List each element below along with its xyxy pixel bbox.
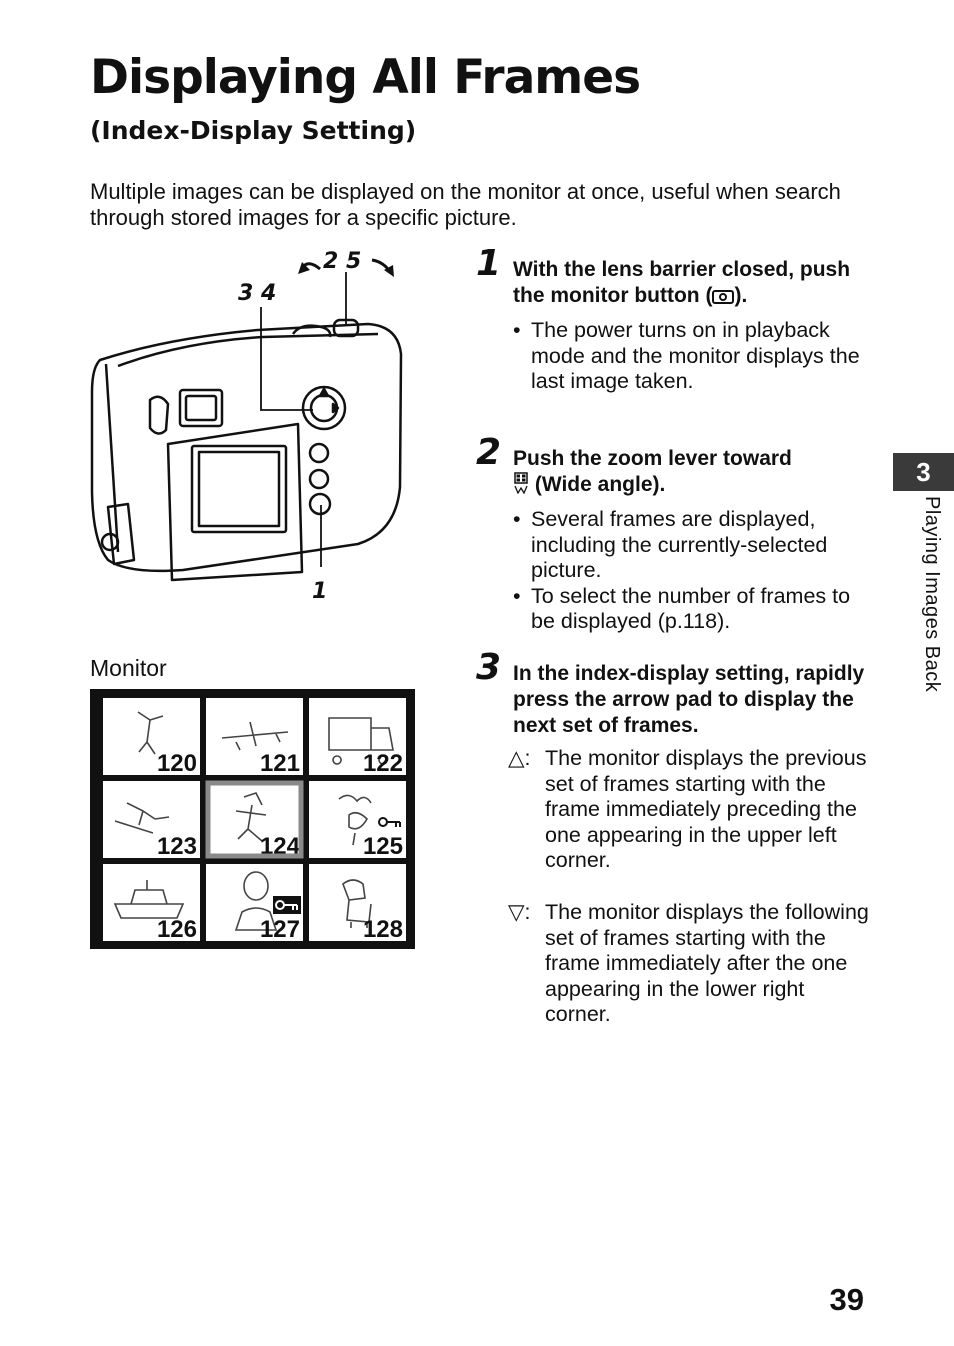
step-2-number: 2 xyxy=(476,432,502,473)
step-2-bullet-2: To select the number of frames to be dis… xyxy=(513,584,873,635)
frame-thumbnail: 121 xyxy=(206,698,303,777)
thumbnail-image xyxy=(113,880,185,919)
step-1-bullets: The power turns on in playback mode and … xyxy=(513,318,873,395)
thumbnail-image xyxy=(234,871,278,931)
step-2-heading-line2: (Wide angle). xyxy=(534,473,666,496)
frame-thumbnail: 120 xyxy=(103,698,200,777)
chapter-label: Playing Images Back xyxy=(921,496,943,693)
step-1-number: 1 xyxy=(476,243,502,284)
step-1-heading-text: With the lens barrier closed, push the m… xyxy=(513,258,851,307)
chapter-tab: 3 xyxy=(893,453,954,491)
thumbnail-image xyxy=(328,717,394,765)
thumbnail-image xyxy=(221,721,289,751)
step-2-bullet-1: Several frames are displayed, including … xyxy=(513,507,873,584)
arrow-up-item: △: The monitor displays the previous set… xyxy=(508,746,873,874)
frame-thumbnail: 124 xyxy=(205,780,304,860)
step-3-number: 3 xyxy=(476,647,502,688)
callout-arrow-pad: 3 4 xyxy=(238,281,276,306)
thumbnail-image xyxy=(114,802,170,834)
selection-frame xyxy=(205,780,304,859)
frame-thumbnail: 127 xyxy=(206,864,303,943)
arrow-down-item: ▽: The monitor displays the following se… xyxy=(508,900,873,1028)
protect-key-icon xyxy=(378,817,401,827)
page-subtitle: (Index-Display Setting) xyxy=(90,116,417,145)
step-2-bullets: Several frames are displayed, including … xyxy=(513,507,873,635)
step-1-bullet-1: The power turns on in playback mode and … xyxy=(513,318,873,395)
frame-thumbnail: 123 xyxy=(103,781,200,860)
frame-number: 122 xyxy=(363,750,403,777)
intro-paragraph: Multiple images can be displayed on the … xyxy=(90,179,841,230)
arrow-down-icon: ▽: xyxy=(508,900,531,924)
frame-number: 128 xyxy=(363,916,403,943)
step-1-heading-end: ). xyxy=(734,284,748,307)
monitor-button-icon xyxy=(712,290,735,304)
frame-number: 126 xyxy=(157,916,197,943)
arrow-down-text: The monitor displays the following set o… xyxy=(545,900,869,1026)
callout-zoom-lever: 2 5 xyxy=(323,249,361,274)
page-title: Displaying All Frames xyxy=(90,50,641,105)
page-number: 39 xyxy=(829,1282,864,1317)
frame-number: 120 xyxy=(157,750,197,777)
arrow-up-text: The monitor displays the previous set of… xyxy=(545,746,867,872)
step-2-heading: Push the zoom lever toward (Wide angle). xyxy=(513,446,873,498)
protect-key-icon xyxy=(273,896,301,914)
frame-thumbnail: 128 xyxy=(309,864,406,943)
frame-number: 127 xyxy=(260,916,300,943)
frame-thumbnail: 125 xyxy=(309,781,406,860)
thumbnail-image xyxy=(235,792,267,842)
arrow-up-icon: △: xyxy=(508,746,531,770)
monitor-index-display: 120 121 122 123 124 125 126 127 128 xyxy=(90,689,415,949)
frame-number: 123 xyxy=(157,833,197,860)
frame-number: 121 xyxy=(260,750,300,777)
thumbnail-image xyxy=(338,794,372,846)
thumbnail-image xyxy=(342,879,372,928)
frame-thumbnail: 126 xyxy=(103,864,200,943)
step-3-heading: In the index-display setting, rapidly pr… xyxy=(513,662,865,737)
monitor-label: Monitor xyxy=(90,655,167,681)
thumbnail-image xyxy=(137,711,164,755)
step-2-heading-line1: Push the zoom lever toward xyxy=(513,447,792,470)
callout-monitor-button: 1 xyxy=(312,579,327,604)
frame-thumbnail: 122 xyxy=(309,698,406,777)
frame-number: 125 xyxy=(363,833,403,860)
step-1-heading: With the lens barrier closed, push the m… xyxy=(513,257,873,309)
wide-angle-icon xyxy=(514,472,528,494)
camera-illustration: 2 5 3 4 1 xyxy=(90,249,403,604)
